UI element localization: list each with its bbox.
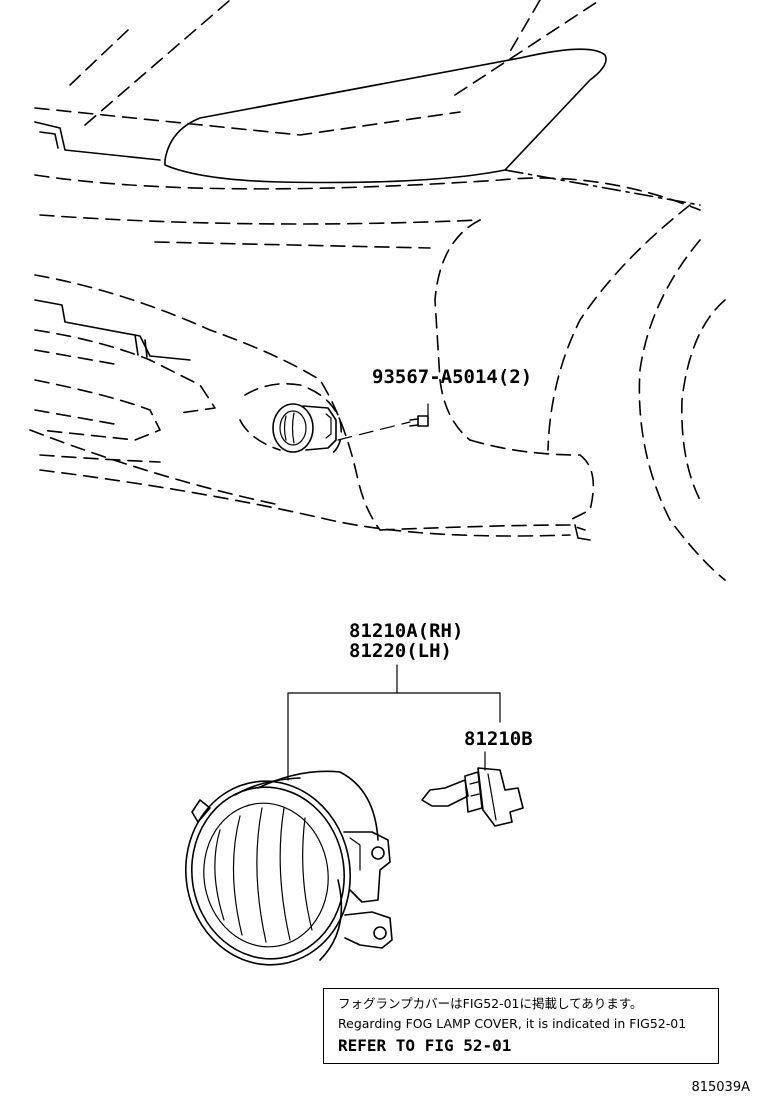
reference-note-box: フォグランプカバーはFIG52-01に掲載してあります。 Regarding F…: [323, 988, 719, 1064]
vehicle-front-outline: [29, 0, 726, 581]
callout-bracket: [287, 664, 501, 781]
bolt-part-number: 93567-A5014(2): [372, 366, 532, 388]
note-english: Regarding FOG LAMP COVER, it is indicate…: [338, 1016, 687, 1031]
bulb-icon: [421, 751, 524, 827]
lamp-lh-part-number: 81220(LH): [349, 640, 452, 662]
fog-lamp-assembly-icon: [184, 770, 393, 966]
illustration-code: 815039A: [691, 1080, 750, 1095]
fog-lamp-installed: [272, 403, 337, 453]
note-japanese: フォグランプカバーはFIG52-01に掲載してあります。: [338, 996, 643, 1011]
lamp-rh-part-number: 81210A(RH): [349, 620, 463, 642]
bolt-icon: [337, 403, 429, 441]
bulb-part-number: 81210B: [464, 728, 533, 750]
note-refer: REFER TO FIG 52-01: [338, 1036, 512, 1055]
